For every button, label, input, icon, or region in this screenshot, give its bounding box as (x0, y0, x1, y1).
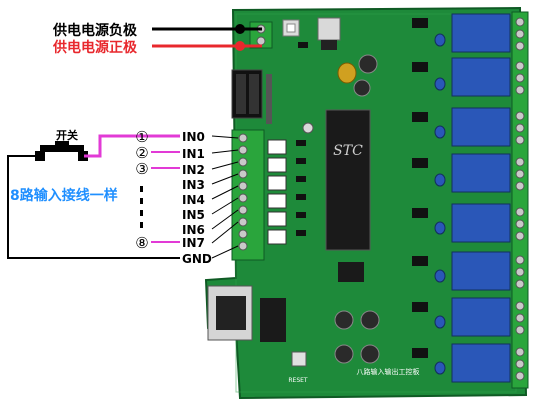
input-leader-lines (151, 151, 180, 243)
input-wire (84, 134, 180, 158)
rs232-chip (260, 298, 286, 342)
label-to-board-lines (211, 135, 239, 259)
input-markers: ① ② ③ ⑧ (135, 128, 148, 252)
program-header (231, 69, 272, 124)
input-label-list: IN0 IN1 IN2 IN3 IN4 IN5 IN6 IN7 GND (182, 130, 212, 266)
resistor-array (296, 140, 306, 236)
power-positive-wire (152, 41, 262, 51)
reset-small-button (302, 122, 314, 134)
input-marker: ⑧ (135, 234, 148, 252)
reset-label: RESET (288, 377, 308, 384)
capacitor (358, 54, 378, 74)
input-marker: ③ (135, 160, 148, 178)
reset-button (291, 351, 307, 367)
optocoupler-array (267, 139, 287, 245)
mcu-chip-label: STC (333, 143, 363, 159)
board-input-terminal-block (231, 129, 265, 261)
board-title: 八路输入输出工控板 (357, 367, 420, 376)
voltage-regulator (317, 17, 341, 50)
continuation-dots (140, 186, 143, 228)
input-marker: ② (135, 144, 148, 162)
driver-chip (338, 262, 364, 282)
serial-port (207, 285, 253, 341)
power-switch (282, 19, 300, 37)
power-negative-wire (152, 24, 262, 34)
diode (298, 42, 308, 48)
input-label: IN6 (182, 223, 205, 237)
input-marker: ① (135, 128, 148, 146)
input-note: 8路输入接线一样 (10, 187, 118, 204)
power-input-terminal (249, 21, 273, 49)
input-label: IN4 (182, 193, 205, 207)
input-label: IN1 (182, 147, 205, 161)
input-label: IN5 (182, 208, 205, 222)
input-label: IN0 (182, 130, 205, 144)
input-label: IN2 (182, 163, 205, 177)
capacitor-group (334, 310, 380, 364)
switch-label: 开关 (56, 128, 78, 142)
inductor (337, 62, 357, 84)
power-negative-label: 供电电源负极 (52, 22, 138, 39)
input-label: IN3 (182, 178, 205, 192)
output-terminal-blocks (511, 11, 529, 389)
switch-symbol (35, 141, 88, 161)
capacitor (353, 79, 371, 97)
gnd-label: GND (182, 252, 212, 266)
gnd-wire (7, 155, 180, 259)
power-positive-label: 供电电源正极 (52, 39, 138, 56)
input-label: IN7 (182, 236, 205, 250)
relay-bank (451, 13, 511, 383)
relay-caps (434, 33, 446, 375)
mcu-chip: STC (325, 109, 371, 251)
relay-drivers (412, 18, 428, 358)
